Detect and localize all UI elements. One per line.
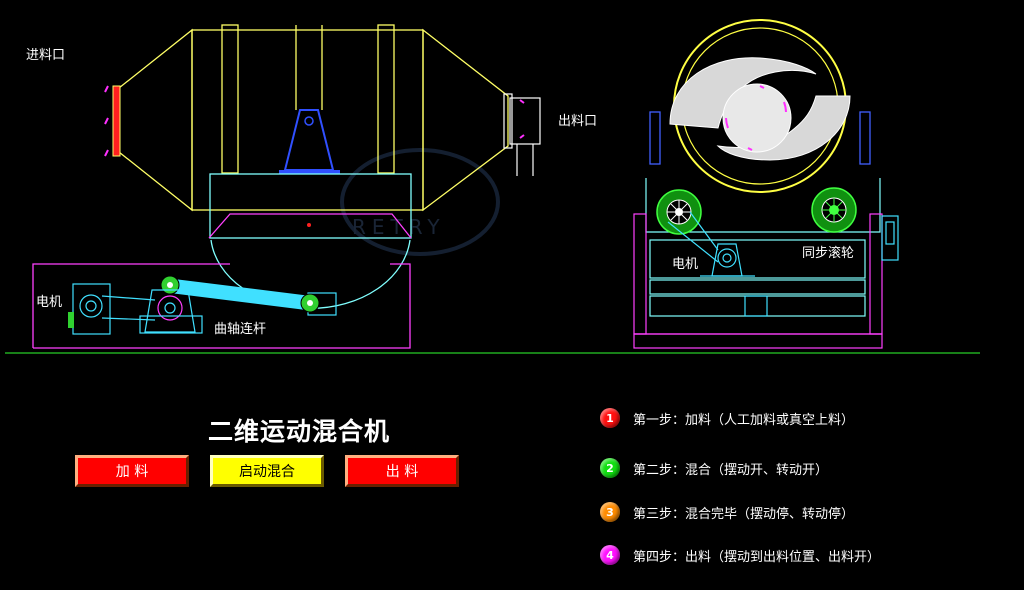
motor-left	[68, 283, 156, 335]
label-motor-right: 电机	[672, 257, 699, 272]
step-2-text: 第二步：混合（摆动开、转动开）	[633, 462, 829, 478]
step-3-badge: 3	[600, 502, 620, 522]
support-bracket	[279, 109, 340, 174]
step-3-text: 第三步：混合完毕（摆动停、转动停）	[633, 506, 855, 522]
label-inlet: 进料口	[26, 48, 66, 63]
step-4-badge: 4	[600, 545, 620, 565]
feed-button[interactable]: 加 料	[75, 455, 189, 487]
step-4: 4 第四步：出料（摆动到出料位置、出料开）	[600, 545, 880, 565]
sync-wheels	[656, 187, 857, 235]
step-1: 1 第一步：加料（人工加料或真空上料）	[600, 408, 854, 428]
watermark-text: RETRY	[352, 215, 446, 239]
step-1-text: 第一步：加料（人工加料或真空上料）	[633, 412, 855, 428]
step-1-badge: 1	[600, 408, 620, 428]
start-mixing-button[interactable]: 启动混合	[210, 455, 324, 487]
motor-right	[667, 211, 755, 277]
step-4-text: 第四步：出料（摆动到出料位置、出料开）	[633, 549, 881, 565]
base-frame-left	[32, 263, 411, 349]
label-motor-left: 电机	[36, 295, 63, 310]
outlet-flange	[503, 93, 541, 176]
discharge-button[interactable]: 出 料	[345, 455, 459, 487]
step-2: 2 第二步：混合（摆动开、转动开）	[600, 458, 828, 478]
inlet-flange	[104, 85, 121, 157]
step-2-badge: 2	[600, 458, 620, 478]
drum-side-view	[118, 24, 509, 212]
label-sync-wheel: 同步滚轮	[802, 246, 855, 261]
page-title: 二维运动混合机	[208, 417, 391, 446]
step-3: 3 第三步：混合完毕（摆动停、转动停）	[600, 502, 854, 522]
label-crank-linkage: 曲轴连杆	[214, 322, 267, 337]
frame-right	[633, 178, 899, 349]
drum-end-view	[649, 19, 871, 193]
crank-linkage	[160, 275, 337, 316]
label-outlet: 出料口	[558, 114, 598, 129]
gearbox-left	[139, 289, 203, 334]
